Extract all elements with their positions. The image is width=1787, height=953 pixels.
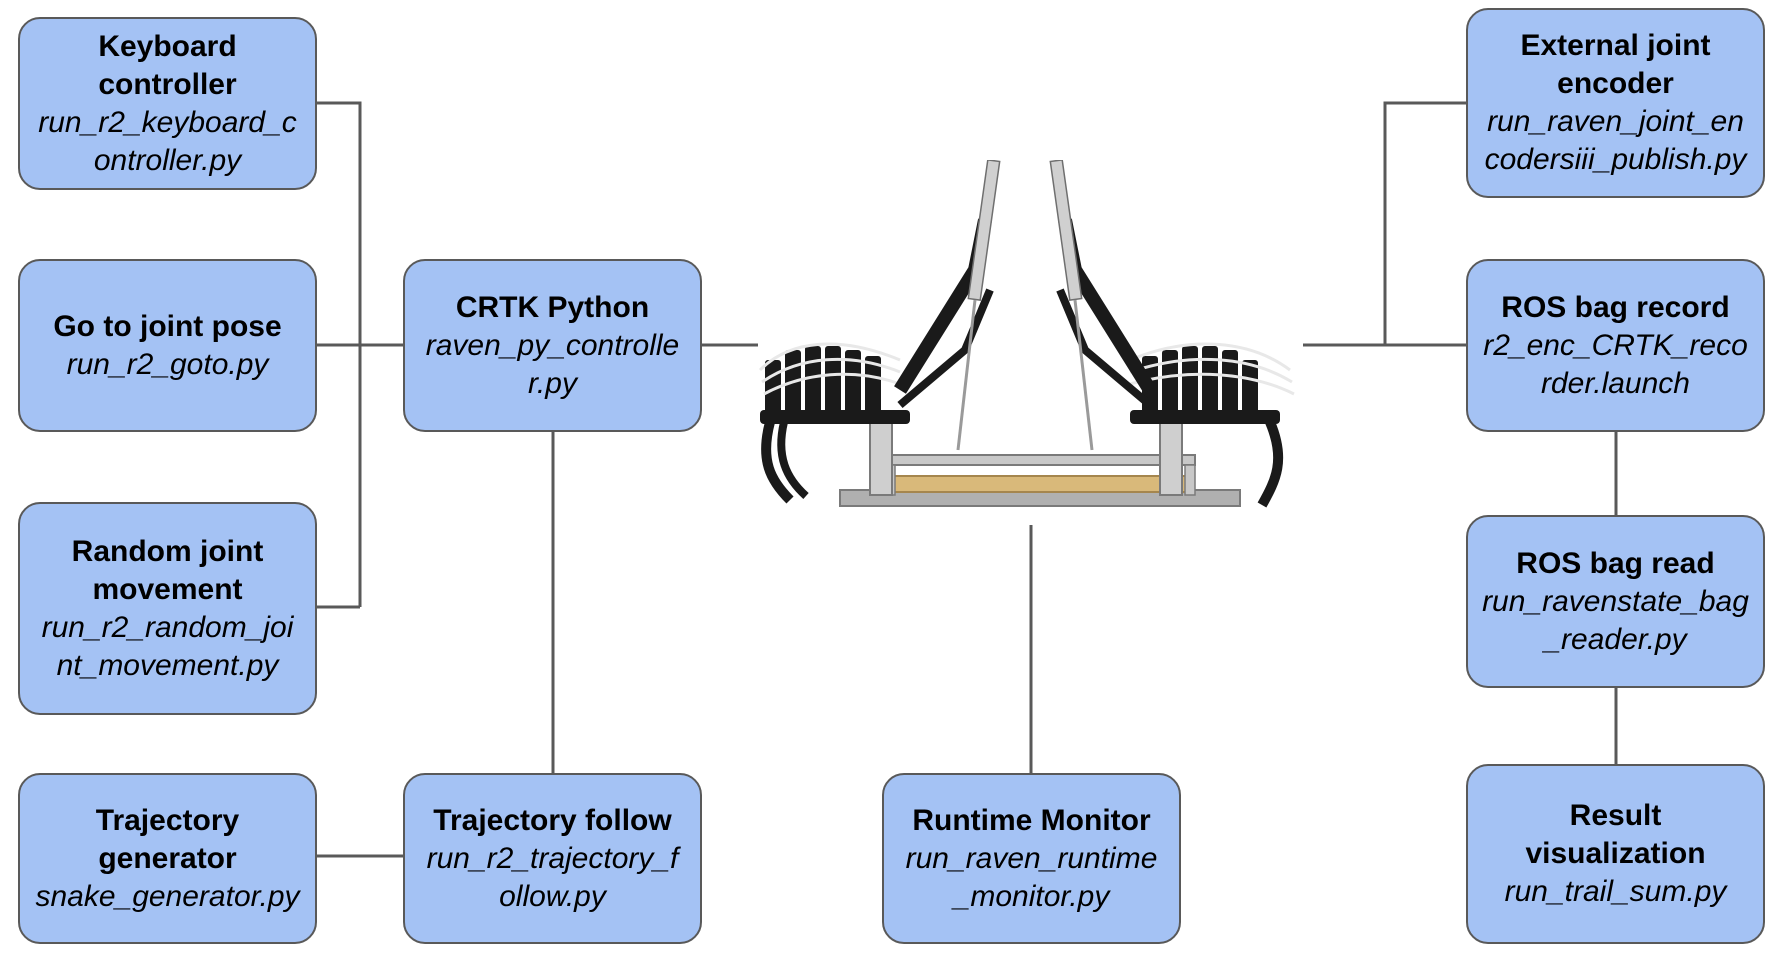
node-ros-bag-record-script: r2_enc_CRTK_recorder.launch bbox=[1483, 328, 1748, 400]
node-random-joint-movement-title: Random joint movement bbox=[71, 534, 264, 606]
node-ros-bag-read-script: run_ravenstate_bag_reader.py bbox=[1482, 584, 1749, 656]
node-result-visualization-script: run_trail_sum.py bbox=[1504, 875, 1727, 908]
node-ros-bag-read-title: ROS bag read bbox=[1516, 546, 1715, 580]
node-random-joint-movement[interactable]: Random joint movement run_r2_random_join… bbox=[18, 502, 317, 715]
node-trajectory-follow-script: run_r2_trajectory_follow.py bbox=[426, 841, 679, 913]
node-ros-bag-record[interactable]: ROS bag record r2_enc_CRTK_recorder.laun… bbox=[1466, 259, 1765, 432]
node-result-visualization[interactable]: Result visualization run_trail_sum.py bbox=[1466, 764, 1765, 944]
node-external-joint-encoder[interactable]: External joint encoder run_raven_joint_e… bbox=[1466, 8, 1765, 198]
node-go-to-joint-pose-script: run_r2_goto.py bbox=[66, 347, 269, 381]
node-ros-bag-record-title: ROS bag record bbox=[1501, 290, 1730, 324]
node-crtk-python[interactable]: CRTK Python raven_py_controller.py bbox=[403, 259, 702, 432]
node-go-to-joint-pose[interactable]: Go to joint pose run_r2_goto.py bbox=[18, 259, 317, 432]
node-external-joint-encoder-script: run_raven_joint_encodersiii_publish.py bbox=[1484, 105, 1747, 176]
node-runtime-monitor[interactable]: Runtime Monitor run_raven_runtime_monito… bbox=[882, 773, 1181, 944]
raven-ii-surgical-robot-icon bbox=[758, 160, 1295, 508]
node-trajectory-follow[interactable]: Trajectory follow run_r2_trajectory_foll… bbox=[403, 773, 702, 944]
connector-keyboard-to-bus bbox=[317, 101, 362, 345]
node-go-to-joint-pose-title: Go to joint pose bbox=[53, 309, 282, 343]
node-external-joint-encoder-title: External joint encoder bbox=[1520, 29, 1711, 100]
node-crtk-python-title: CRTK Python bbox=[455, 290, 650, 324]
node-runtime-monitor-script: run_raven_runtime_monitor.py bbox=[905, 841, 1158, 913]
node-keyboard-controller-script: run_r2_keyboard_controller.py bbox=[38, 105, 297, 177]
node-random-joint-movement-script: run_r2_random_joint_movement.py bbox=[41, 610, 294, 682]
node-trajectory-generator[interactable]: Trajectory generator snake_generator.py bbox=[18, 773, 317, 944]
connector-bus-to-encoder bbox=[1383, 101, 1466, 345]
node-ros-bag-read[interactable]: ROS bag read run_ravenstate_bag_reader.p… bbox=[1466, 515, 1765, 688]
node-result-visualization-title: Result visualization bbox=[1525, 799, 1706, 870]
node-trajectory-generator-script: snake_generator.py bbox=[35, 879, 300, 913]
node-trajectory-generator-title: Trajectory generator bbox=[95, 803, 240, 875]
node-keyboard-controller[interactable]: Keyboard controller run_r2_keyboard_cont… bbox=[18, 17, 317, 190]
node-trajectory-follow-title: Trajectory follow bbox=[433, 803, 672, 837]
node-runtime-monitor-title: Runtime Monitor bbox=[912, 803, 1151, 837]
node-keyboard-controller-title: Keyboard controller bbox=[98, 29, 237, 101]
node-crtk-python-script: raven_py_controller.py bbox=[425, 328, 680, 400]
